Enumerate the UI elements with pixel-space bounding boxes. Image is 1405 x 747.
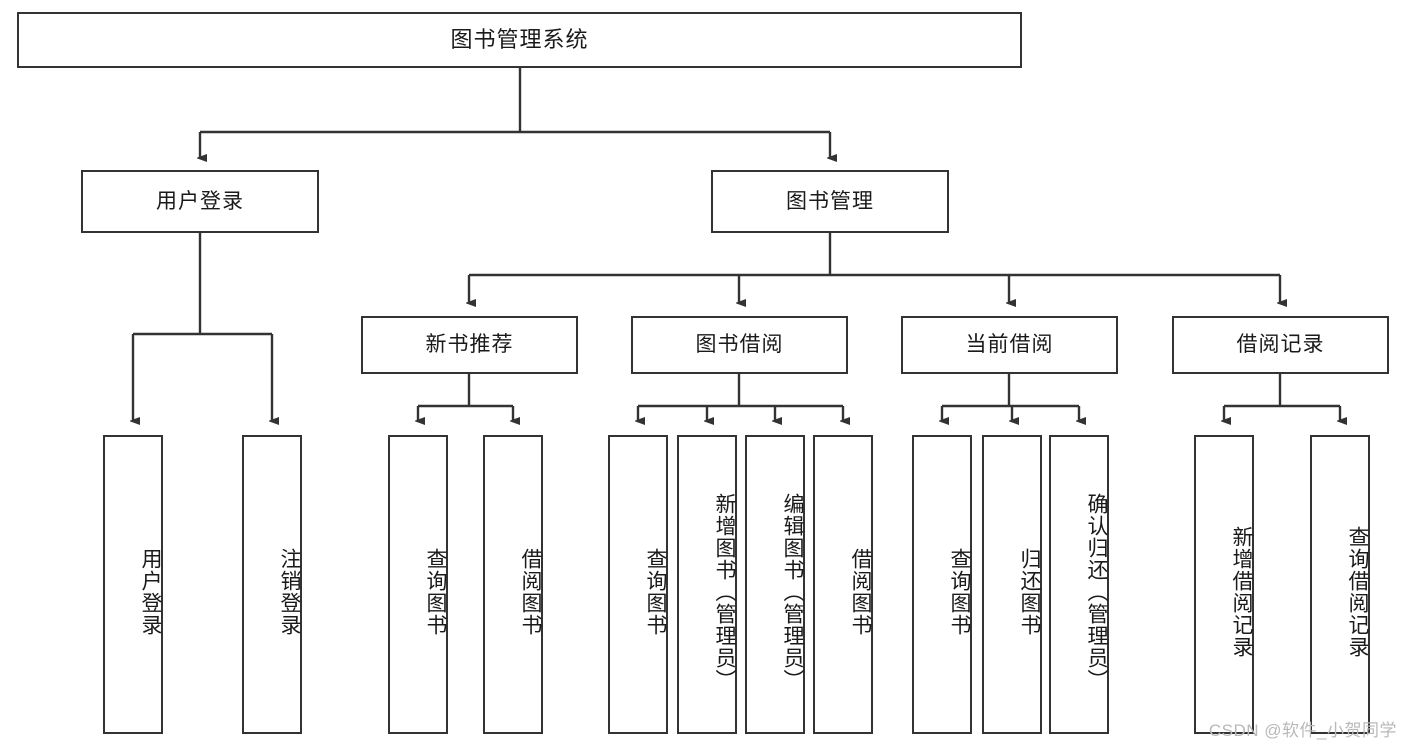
- node-label: 查询图书: [644, 547, 667, 636]
- node-book-borrow[interactable]: 图书借阅: [631, 316, 848, 374]
- leaf-new-book-query[interactable]: 查询图书: [388, 435, 448, 734]
- leaf-book-borrow-edit[interactable]: 编辑图书（管理员）: [745, 435, 805, 734]
- node-new-book-recommend[interactable]: 新书推荐: [361, 316, 578, 374]
- node-book-management[interactable]: 图书管理: [711, 170, 949, 233]
- node-label: 图书借阅: [695, 333, 784, 357]
- node-label: 图书管理: [786, 189, 874, 213]
- leaf-current-borrow-confirm-return[interactable]: 确认归还（管理员）: [1049, 435, 1109, 734]
- leaf-current-borrow-query[interactable]: 查询图书: [912, 435, 972, 734]
- node-label: 借阅图书: [849, 547, 872, 636]
- node-label: 查询借阅记录: [1346, 525, 1369, 658]
- watermark: CSDN @软件_小贺同学: [1208, 721, 1397, 740]
- node-label: 确认归还（管理员）: [1085, 492, 1108, 691]
- node-label: 查询图书: [948, 547, 971, 636]
- node-user-login[interactable]: 用户登录: [81, 170, 319, 233]
- node-label: 用户登录: [139, 547, 162, 636]
- leaf-borrow-record-query[interactable]: 查询借阅记录: [1310, 435, 1370, 734]
- node-label: 新增借阅记录: [1230, 525, 1253, 658]
- node-borrow-record[interactable]: 借阅记录: [1172, 316, 1389, 374]
- leaf-current-borrow-return[interactable]: 归还图书: [982, 435, 1042, 734]
- node-label: 借阅记录: [1236, 333, 1325, 357]
- node-label: 注销登录: [278, 547, 301, 636]
- node-label: 用户登录: [156, 189, 244, 213]
- node-root-library-system[interactable]: 图书管理系统: [17, 12, 1022, 68]
- node-label: 图书管理系统: [450, 26, 589, 52]
- node-current-borrow[interactable]: 当前借阅: [901, 316, 1118, 374]
- node-label: 新增图书（管理员）: [713, 492, 736, 691]
- leaf-book-borrow-add[interactable]: 新增图书（管理员）: [677, 435, 737, 734]
- leaf-new-book-borrow[interactable]: 借阅图书: [483, 435, 543, 734]
- leaf-user-login-login[interactable]: 用户登录: [103, 435, 163, 734]
- node-label: 归还图书: [1018, 547, 1041, 636]
- node-label: 查询图书: [424, 547, 447, 636]
- leaf-borrow-record-add[interactable]: 新增借阅记录: [1194, 435, 1254, 734]
- node-label: 借阅图书: [519, 547, 542, 636]
- leaf-book-borrow-borrow[interactable]: 借阅图书: [813, 435, 873, 734]
- node-label: 新书推荐: [425, 333, 514, 357]
- node-label: 当前借阅: [965, 333, 1054, 357]
- leaf-book-borrow-query[interactable]: 查询图书: [608, 435, 668, 734]
- leaf-user-login-logout[interactable]: 注销登录: [242, 435, 302, 734]
- node-label: 编辑图书（管理员）: [781, 492, 804, 691]
